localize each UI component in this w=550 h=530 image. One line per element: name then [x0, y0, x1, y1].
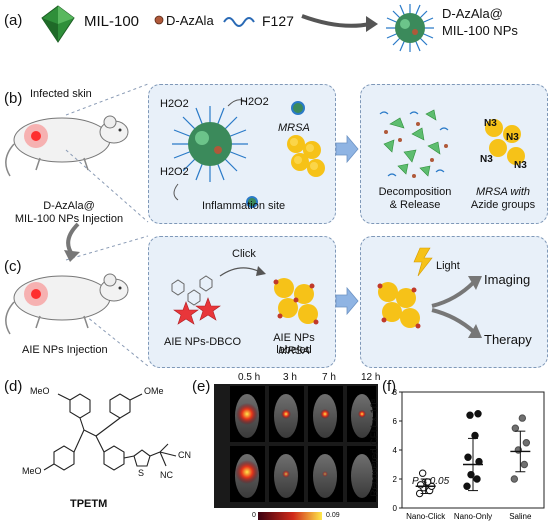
time-label-3: 12 h	[361, 372, 381, 383]
click-label: Click	[232, 248, 256, 260]
h2o2-label-2: H2O2	[240, 96, 269, 108]
arrow-right-icon	[335, 134, 359, 164]
product-label-line1: D-AzAla@	[442, 6, 503, 21]
y-axis-label: Recovered CFU × 10⁵	[369, 398, 381, 497]
row-nano-click	[230, 386, 376, 442]
aie-dbco-label: AIE NPs-DBCO	[164, 336, 242, 348]
decomposition-scene	[379, 109, 525, 178]
decomposition-label-line2: & Release	[389, 199, 441, 211]
injection-label-line1: D-AzAla@	[43, 200, 95, 212]
p-value-text: P < 0.05	[412, 476, 450, 487]
aie-injection-label: AIE NPs Injection	[22, 344, 108, 356]
data-point	[520, 460, 529, 469]
data-point	[522, 439, 531, 447]
n3-label-1: N3	[484, 118, 497, 129]
y-tick-label: 4	[393, 446, 398, 455]
colorbar-max: 0.09	[326, 512, 340, 519]
arrow-right-icon	[335, 286, 359, 316]
data-point	[471, 431, 479, 440]
h2o2-label-1: H2O2	[160, 98, 189, 110]
mouse-infected-icon	[5, 115, 129, 177]
data-point	[511, 424, 520, 432]
data-point	[474, 410, 482, 418]
panel-c-label: (c)	[4, 258, 22, 275]
data-point	[466, 411, 474, 419]
mil100-label: MIL-100	[84, 13, 140, 30]
arrow-right-icon	[301, 14, 378, 32]
nanoparticle-product-icon	[386, 4, 434, 52]
data-point	[510, 475, 519, 483]
imaging-grid	[214, 384, 378, 508]
data-point	[464, 453, 472, 461]
mouse-aie-icon	[5, 273, 129, 335]
panel-f-label: (f)	[382, 378, 397, 395]
tpetm-name: TPETM	[70, 498, 108, 510]
f127-label: F127	[262, 13, 294, 29]
product-label-line2: MIL-100 NPs	[442, 23, 518, 38]
mrsa-label: MRSA	[278, 122, 310, 134]
x-tick-label: Saline	[509, 512, 532, 521]
azide-groups-label: Azide groups	[470, 199, 536, 211]
infected-skin-label: Infected skin	[30, 88, 92, 100]
row-nano-only	[230, 446, 376, 502]
ome-label: OMe	[144, 386, 164, 396]
row-label-nano-only-wrap: Nano-Only	[202, 448, 216, 504]
cn-label: CN	[178, 450, 191, 460]
therapy-label: Therapy	[484, 332, 532, 347]
intensity-colorbar	[258, 512, 322, 520]
aie-labeled-line1: AIE NPs labeled	[273, 332, 315, 356]
row-label-nano-click-wrap: Nano-Click	[202, 388, 216, 444]
p-value-annotation: P < 0.05	[412, 476, 449, 487]
nc-label: NC	[160, 470, 173, 480]
azala-dot-icon	[154, 15, 164, 25]
mil100-octahedron-icon	[41, 5, 75, 43]
imaging-therapy-scene	[377, 247, 482, 338]
azala-label: D-AzAla	[166, 13, 214, 28]
y-tick-label: 8	[393, 388, 398, 397]
sulfur-label: S	[138, 468, 145, 478]
y-tick-label: 6	[393, 417, 398, 426]
data-point	[518, 414, 527, 422]
panel-d-label: (d)	[4, 378, 23, 395]
x-tick-label: Nano-Click	[406, 512, 446, 521]
y-tick-label: 2	[393, 475, 398, 484]
y-axis-label-wrap: Recovered CFU × 10⁵	[368, 384, 382, 514]
n3-label-3: N3	[480, 154, 493, 165]
data-point	[418, 469, 427, 477]
click-labeling-scene	[171, 266, 319, 325]
data-point	[463, 482, 471, 490]
data-point	[473, 475, 481, 483]
imaging-label: Imaging	[484, 272, 531, 287]
curved-arrow-down-icon	[64, 222, 80, 262]
row-label-nano-only: Nano-Only	[205, 453, 215, 492]
inflammation-scene	[172, 99, 325, 208]
h2o2-label-3: H2O2	[160, 166, 189, 178]
tpetm-structure-diagram	[43, 393, 177, 471]
panel-b-label: (b)	[4, 90, 23, 107]
aie-labeled-line2: MRSA	[278, 345, 310, 357]
panel-a-label: (a)	[4, 12, 23, 29]
n3-label-4: N3	[514, 160, 527, 171]
time-label-2: 7 h	[322, 372, 336, 383]
colorbar-min: 0	[252, 512, 256, 519]
mrsa-with-label: MRSA with	[476, 186, 530, 198]
time-label-0: 0.5 h	[238, 372, 261, 383]
inflammation-label: Inflammation site	[202, 200, 286, 212]
injection-label-line2: MIL-100 NPs Injection	[14, 213, 124, 225]
meo-bottom-label: MeO	[22, 466, 42, 476]
time-label-1: 3 h	[283, 372, 297, 383]
meo-top-label: MeO	[30, 386, 50, 396]
light-label: Light	[436, 260, 460, 272]
imaging-therapy-box	[360, 236, 548, 368]
x-tick-label: Nano-Only	[454, 512, 492, 521]
panel-e-label: (e)	[192, 378, 211, 395]
row-label-nano-click: Nano-Click	[205, 392, 215, 433]
n3-label-2: N3	[506, 132, 519, 143]
y-tick-label: 0	[393, 504, 398, 513]
decomposition-label-line1: Decomposition	[378, 186, 452, 198]
f127-wave-icon	[223, 17, 255, 27]
